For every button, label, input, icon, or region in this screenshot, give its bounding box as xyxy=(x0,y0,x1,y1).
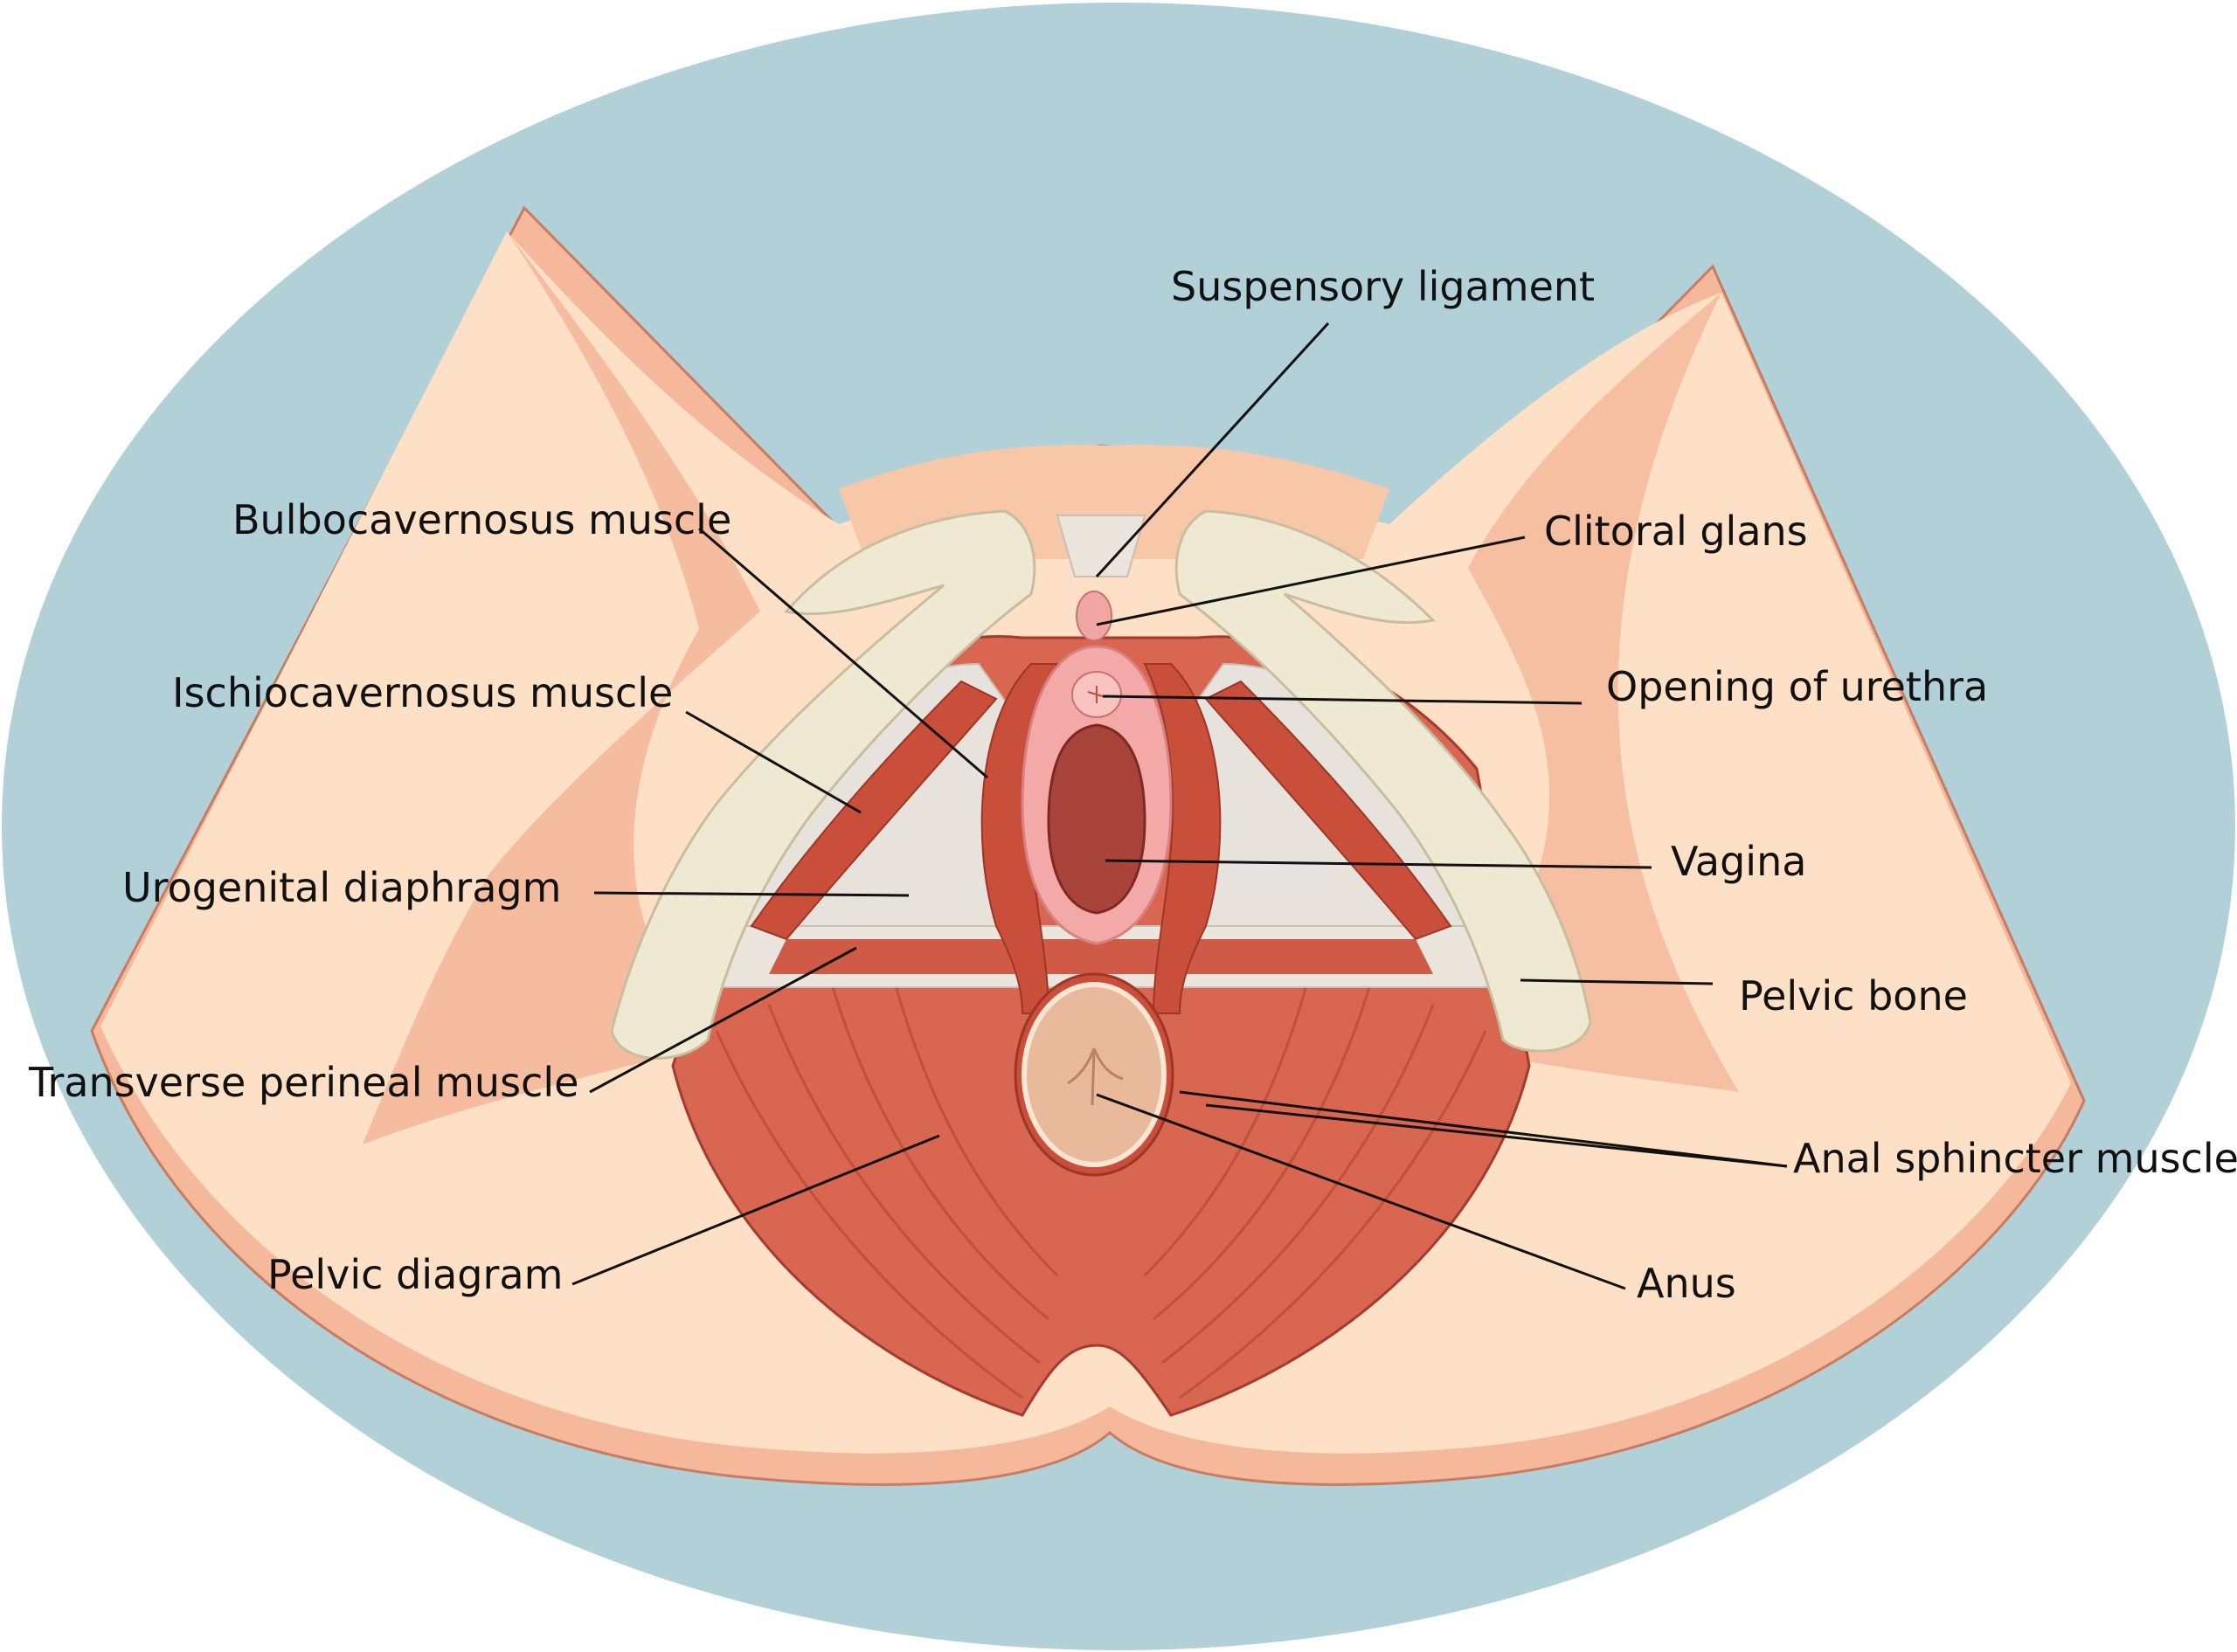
leader-anal-sphincter-b xyxy=(1205,1103,1788,1168)
label-ischiocavernosus-muscle: Ischiocavernosus muscle xyxy=(172,669,674,716)
anus-folds xyxy=(1067,1047,1124,1106)
vagina-opening-shape xyxy=(1047,723,1146,915)
clitoral-glans-shape xyxy=(1076,591,1112,641)
leader-lines xyxy=(571,321,1788,1290)
label-pelvic-diagram: Pelvic diagram xyxy=(267,1251,564,1298)
transverse-perineal-muscle xyxy=(769,939,1433,974)
label-transverse-perineal-muscle: Transverse perineal muscle xyxy=(29,1059,579,1106)
suspensory-ligament-band xyxy=(1056,515,1146,577)
leader-anus xyxy=(1096,1093,1626,1290)
pelvic-bone-right xyxy=(1174,509,1592,1053)
label-urogenital-diaphragm: Urogenital diaphragm xyxy=(122,864,562,911)
ischiocavernosus-right xyxy=(1204,680,1452,941)
leader-transverse-perineal xyxy=(589,946,857,1094)
ischiocavernosus-left xyxy=(750,680,998,941)
urethra-slit xyxy=(1087,686,1106,703)
label-pelvic-bone: Pelvic bone xyxy=(1739,972,1968,1020)
label-bulbocavernosus-muscle: Bulbocavernosus muscle xyxy=(232,496,732,543)
pelvic-bone-left xyxy=(610,509,1036,1060)
leader-pelvic-diagram xyxy=(571,1134,940,1286)
leader-ischiocavernosus xyxy=(685,710,862,814)
leader-suspensory-ligament xyxy=(1095,321,1330,578)
label-anal-sphincter-muscle: Anal sphincter muscle xyxy=(1793,1135,2237,1182)
label-clitoral-glans: Clitoral glans xyxy=(1544,508,1808,555)
leader-anal-sphincter-a xyxy=(1179,1090,1788,1168)
label-anus: Anus xyxy=(1637,1260,1736,1307)
bulbocavernosus-right xyxy=(1143,663,1222,1014)
muscle-fibres xyxy=(715,969,1487,1400)
leader-bulbocavernosus xyxy=(698,527,988,779)
leader-clitoral-glans xyxy=(1096,536,1526,626)
label-opening-of-urethra: Opening of urethra xyxy=(1606,663,1989,710)
leader-pelvic-bone xyxy=(1520,978,1714,985)
label-vagina: Vagina xyxy=(1671,838,1807,885)
leader-vagina xyxy=(1105,859,1652,869)
label-suspensory-ligament: Suspensory ligament xyxy=(1171,263,1596,310)
leader-urethra xyxy=(1102,695,1583,705)
left-groin-shadow xyxy=(363,232,760,1144)
leader-urogenital-diaphragm xyxy=(593,891,910,897)
